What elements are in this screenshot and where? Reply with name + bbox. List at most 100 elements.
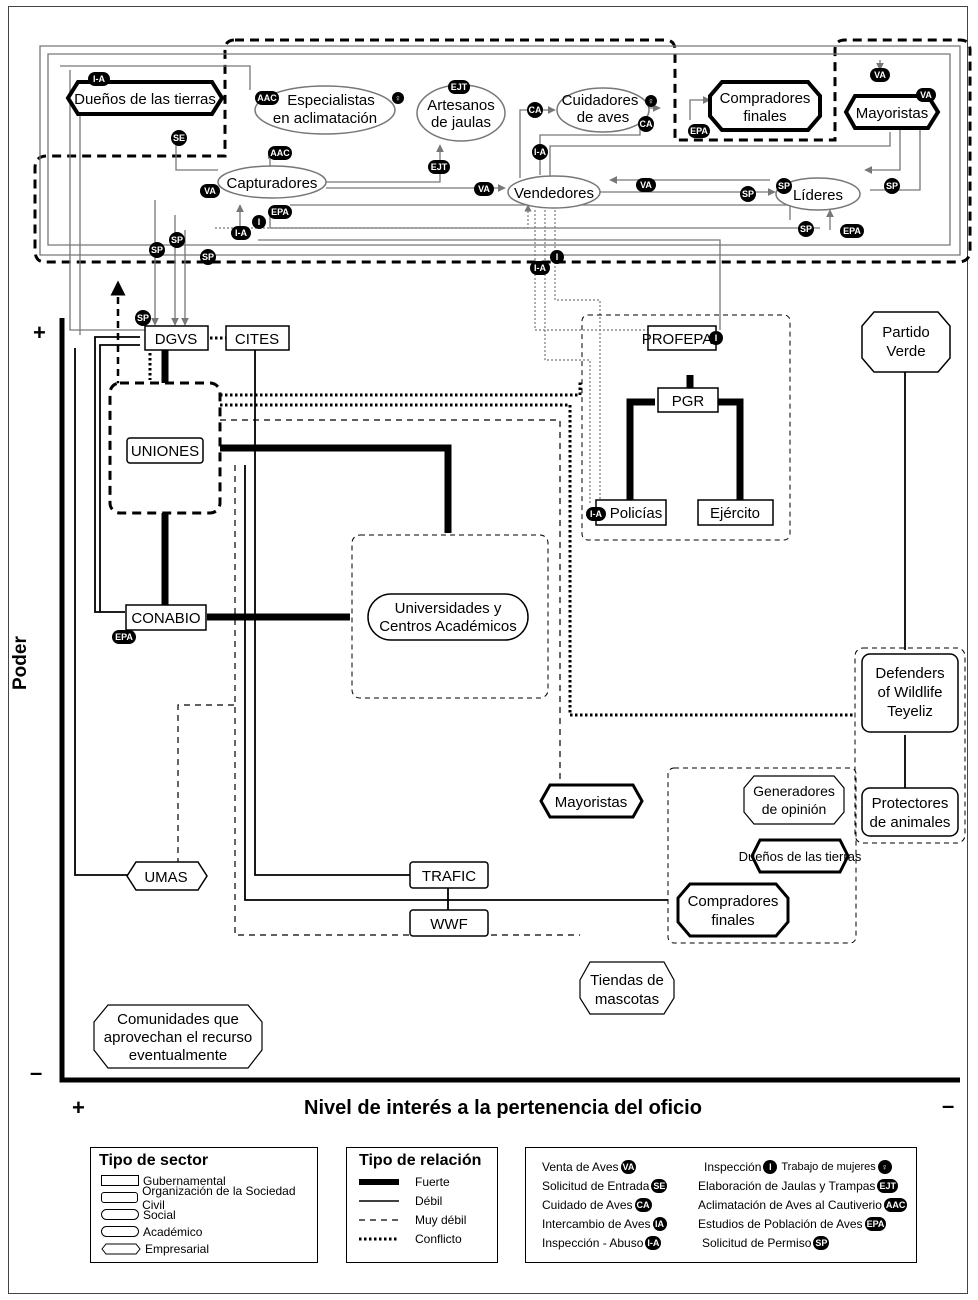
label-comunidades-1: Comunidades que — [117, 1011, 239, 1028]
label-umas: UMAS — [144, 869, 187, 886]
node-ejercito[interactable]: Ejército — [697, 499, 774, 526]
axes — [59, 318, 960, 1083]
node-uniones[interactable]: UNIONES — [126, 437, 204, 464]
node-umas[interactable]: UMAS — [126, 861, 208, 891]
svg-text:♀: ♀ — [648, 96, 655, 106]
svg-text:I-A: I-A — [534, 147, 546, 157]
node-artesanos[interactable]: Artesanos de jaulas — [416, 84, 506, 142]
node-lideres[interactable]: Líderes — [775, 177, 861, 211]
label-compradores-top-2: finales — [743, 108, 786, 125]
node-policias[interactable]: Policías — [595, 499, 667, 526]
top-group-outline — [33, 38, 972, 264]
node-capturadores[interactable]: Capturadores — [217, 165, 327, 199]
label-tiendas-1: Tiendas de — [590, 972, 664, 989]
label-artesanos-2: de jaulas — [431, 114, 491, 131]
label-ejercito: Ejército — [710, 505, 760, 522]
node-universidades[interactable]: Universidades y Centros Académicos — [367, 593, 529, 641]
svg-text:EPA: EPA — [843, 226, 861, 236]
badge-va-2: VA — [916, 88, 936, 102]
label-lideres: Líderes — [793, 187, 843, 204]
label-protectores-1: Protectores — [872, 795, 949, 812]
node-partido-verde[interactable]: Partido Verde — [861, 311, 951, 373]
badge-va-1: VA — [870, 68, 890, 82]
badge-sp-8: SP — [135, 310, 151, 326]
node-profepa[interactable]: PROFEPA — [642, 325, 717, 351]
badge-ia-4: I-A — [586, 507, 606, 521]
svg-text:EPA: EPA — [690, 126, 708, 136]
label-profepa: PROFEPA — [642, 331, 713, 348]
svg-text:SP: SP — [886, 181, 898, 191]
label-compradores-top-1: Compradores — [720, 90, 811, 107]
label-especialistas-2: en aclimatación — [273, 110, 377, 127]
svg-text:CA: CA — [640, 119, 653, 129]
legend-rel-very-weak: Muy débil — [359, 1212, 467, 1227]
badge-aac-2: AAC — [268, 146, 292, 160]
svg-text:VA: VA — [874, 70, 886, 80]
label-especialistas-1: Especialistas — [287, 92, 375, 109]
legend-relation: Tipo de relación Fuerte Débil Muy débil … — [346, 1147, 498, 1263]
label-generadores-2: de opinión — [762, 801, 827, 817]
node-vendedores[interactable]: Vendedores — [507, 175, 601, 209]
badge-sp-1: SP — [740, 186, 756, 202]
node-compradores-top[interactable]: Compradores finales — [708, 80, 822, 132]
svg-text:EPA: EPA — [115, 632, 133, 642]
node-pgr[interactable]: PGR — [657, 387, 719, 413]
label-vendedores: Vendedores — [514, 185, 594, 202]
node-compradores-mid[interactable]: Compradores finales — [676, 882, 790, 938]
badge-se: SE — [171, 130, 187, 146]
legend-sector-aca: Académico — [101, 1223, 317, 1240]
x-axis-plus: + — [72, 1095, 85, 1120]
node-comunidades[interactable]: Comunidades que aprovechan el recurso ev… — [93, 1004, 263, 1069]
node-defenders[interactable]: Defenders of Wildlife Teyeliz — [861, 653, 959, 733]
badge-va-4: VA — [474, 182, 494, 196]
node-trafic[interactable]: TRAFIC — [409, 861, 489, 889]
y-axis-label: Poder — [10, 636, 31, 690]
legend-sector-soc: Social — [101, 1206, 317, 1223]
label-cites: CITES — [235, 331, 279, 348]
svg-text:AAC: AAC — [270, 148, 290, 158]
svg-text:I: I — [715, 333, 718, 343]
empresarial-swatch — [101, 1243, 141, 1254]
badge-i-1: I — [252, 215, 266, 229]
node-duenos-top[interactable]: Dueños de las tierras — [65, 80, 225, 116]
label-mayoristas-mid: Mayoristas — [555, 794, 628, 811]
label-tiendas-2: mascotas — [595, 991, 659, 1008]
legend-sector-title: Tipo de sector — [99, 1152, 209, 1169]
svg-text:CA: CA — [529, 105, 542, 115]
label-protectores-2: de animales — [870, 814, 951, 831]
badge-ia: I-A — [532, 144, 548, 160]
node-mayoristas-mid[interactable]: Mayoristas — [539, 783, 644, 819]
node-conabio[interactable]: CONABIO — [125, 604, 207, 631]
badge-women-1: ♀ — [392, 92, 404, 104]
badge-sp-6: SP — [169, 232, 185, 248]
label-duenos-top: Dueños de las tierras — [74, 91, 216, 108]
badge-epa-4: EPA — [112, 630, 136, 644]
label-policias: Policías — [610, 505, 663, 522]
legend-sector-emp: Empresarial — [101, 1240, 317, 1257]
node-generadores[interactable]: Generadores de opinión — [743, 775, 845, 825]
label-trafic: TRAFIC — [422, 868, 476, 885]
label-defenders-2: of Wildlife — [877, 684, 942, 701]
label-defenders-3: Teyeliz — [887, 703, 933, 720]
badge-epa-2: EPA — [840, 224, 864, 238]
label-comunidades-3: eventualmente — [129, 1047, 227, 1064]
node-wwf[interactable]: WWF — [409, 909, 489, 937]
node-cuidadores[interactable]: Cuidadores de aves — [556, 87, 650, 133]
node-tiendas[interactable]: Tiendas de mascotas — [579, 961, 675, 1015]
node-dgvs[interactable]: DGVS — [144, 325, 209, 351]
very-weak-relations — [177, 419, 580, 936]
svg-text:SP: SP — [151, 245, 163, 255]
node-especialistas[interactable]: Especialistas en aclimatación — [254, 85, 396, 135]
svg-text:EPA: EPA — [271, 207, 289, 217]
inspection-dotted-lines — [215, 204, 648, 505]
node-protectores[interactable]: Protectores de animales — [861, 787, 959, 837]
badge-sp-5: SP — [149, 242, 165, 258]
svg-text:I-A: I-A — [590, 509, 602, 519]
node-cites[interactable]: CITES — [225, 325, 290, 351]
node-duenos-mid[interactable]: Dueños de las tierras — [739, 838, 862, 874]
